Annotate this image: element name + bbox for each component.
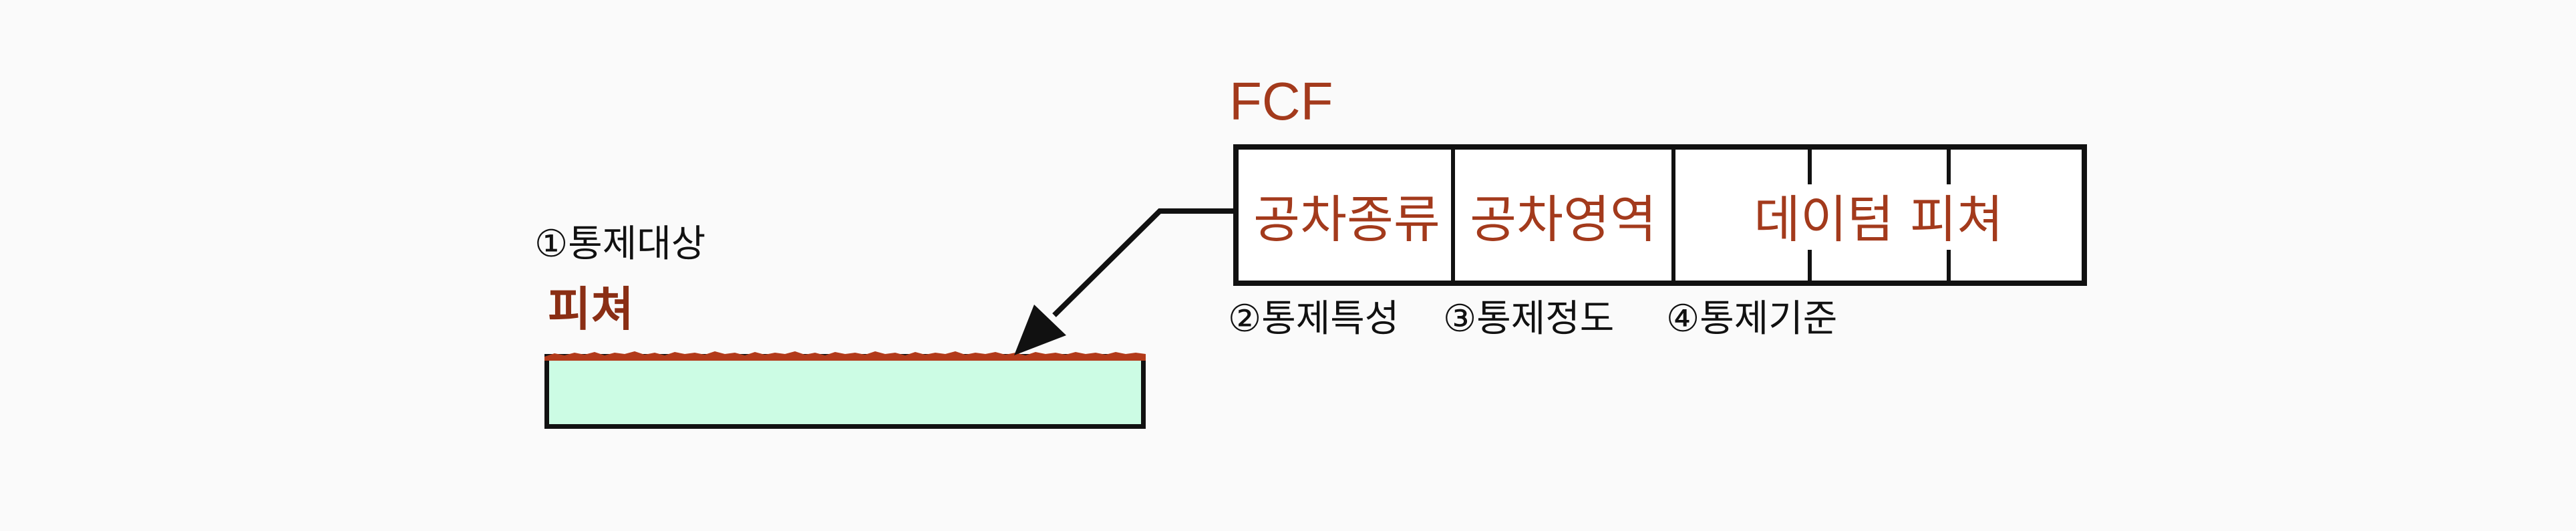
caption-control-target: ①통제대상 xyxy=(534,222,706,266)
fcf-cell-datum-feature: 데이텀 피쳐 xyxy=(1754,190,2003,249)
datum-divider-tick xyxy=(1947,150,1951,184)
caption-control-datum: ④통제기준 xyxy=(1666,297,1838,341)
fcf-cell-tolerance-zone: 공차영역 xyxy=(1470,190,1657,249)
fcf-title: FCF xyxy=(1229,71,1333,131)
caption-control-degree: ③통제정도 xyxy=(1443,297,1615,341)
feature-control-frame: 공차종류 공차영역 데이텀 피쳐 xyxy=(1233,144,2087,286)
datum-divider-tick xyxy=(1808,250,1812,286)
caption-control-characteristic: ②통제특성 xyxy=(1228,297,1400,341)
leader-arrowhead xyxy=(1014,305,1066,355)
fcf-cell-tolerance-type: 공차종류 xyxy=(1253,190,1440,249)
feature-label: 피쳐 xyxy=(548,282,634,337)
fcf-divider xyxy=(1671,150,1675,281)
leader-line xyxy=(1052,208,1233,317)
surface-texture xyxy=(544,351,1146,361)
datum-divider-tick xyxy=(1808,150,1812,184)
fcf-divider xyxy=(1451,150,1455,281)
datum-divider-tick xyxy=(1947,250,1951,286)
